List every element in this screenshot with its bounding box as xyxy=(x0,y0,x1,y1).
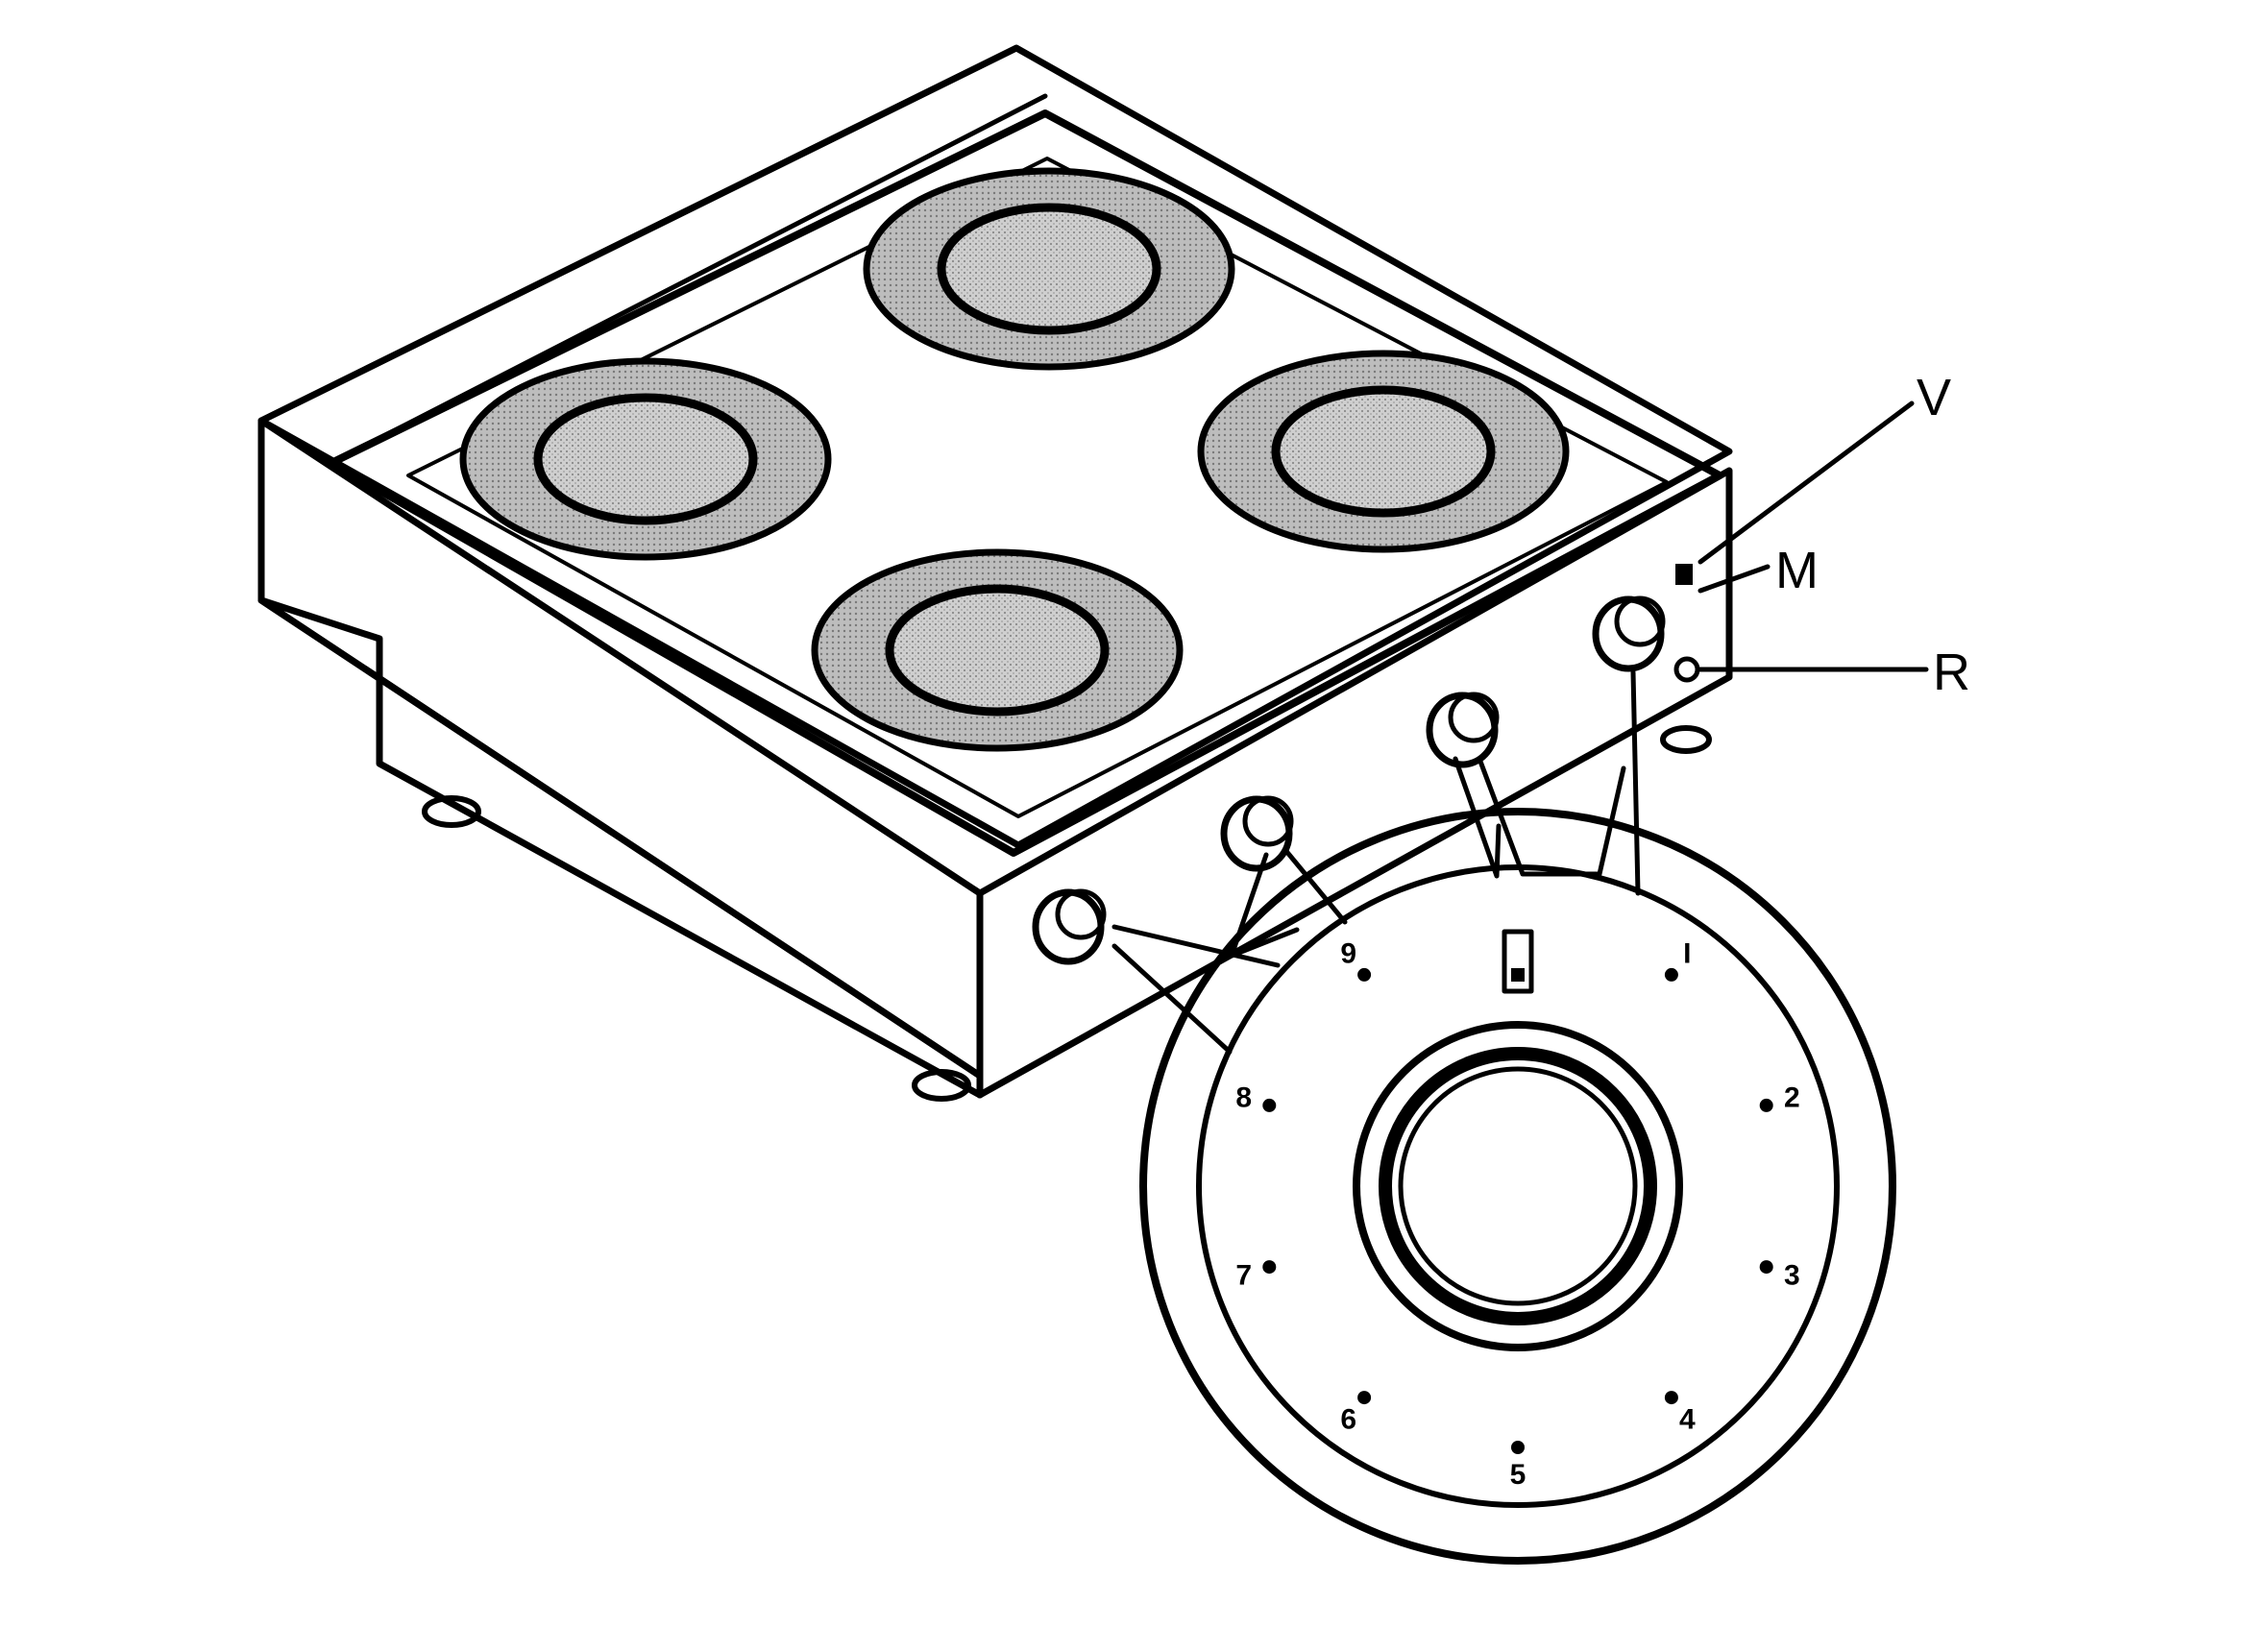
dial-mark xyxy=(1664,967,1678,982)
callout-label-m: M xyxy=(1775,542,1819,599)
magnified-dial: I 2 3 4 5 6 7 8 9 xyxy=(1139,808,1896,1565)
dial-mark xyxy=(1357,1391,1372,1405)
reset-button[interactable] xyxy=(1673,656,1700,683)
cooking-zone-front xyxy=(811,548,1184,752)
dial-mark xyxy=(1511,1441,1525,1454)
cooktop-body xyxy=(257,44,1733,1102)
dial-mark xyxy=(1262,1260,1277,1275)
dial-label: 8 xyxy=(1235,1081,1252,1113)
dial-mark xyxy=(1759,1260,1773,1275)
cooking-zone-back xyxy=(863,167,1235,371)
callout-line-v xyxy=(1697,401,1915,565)
dial-label: 7 xyxy=(1235,1260,1252,1292)
dial-label: 3 xyxy=(1784,1260,1800,1292)
dial-label: 4 xyxy=(1679,1404,1696,1436)
dial-label: I xyxy=(1683,937,1691,969)
control-knob-4[interactable] xyxy=(1592,595,1666,672)
control-knob-2[interactable] xyxy=(1220,795,1294,872)
callout-label-r: R xyxy=(1933,644,1970,701)
dial-scale: I 2 3 4 5 6 7 8 9 xyxy=(1235,937,1799,1491)
dial-mark xyxy=(1759,1098,1773,1112)
dial-mark xyxy=(1357,967,1372,982)
callout-label-v: V xyxy=(1917,369,1951,426)
dial-label: 5 xyxy=(1510,1459,1526,1491)
dial-label: 2 xyxy=(1784,1081,1800,1113)
control-knob-1[interactable] xyxy=(1032,888,1107,965)
dial-off-marker xyxy=(1502,929,1534,994)
control-knob-3[interactable] xyxy=(1426,692,1500,768)
cooking-zone-right xyxy=(1197,350,1570,553)
dial-mark xyxy=(1664,1391,1678,1405)
knob-leaders xyxy=(1111,669,1641,1055)
dial-label: 6 xyxy=(1340,1404,1356,1436)
cooking-zone-left xyxy=(459,357,832,561)
dial-label: 9 xyxy=(1340,937,1356,969)
callout-line-m xyxy=(1697,564,1771,594)
dial-mark xyxy=(1262,1098,1277,1112)
indicator-lamp xyxy=(1675,564,1693,585)
